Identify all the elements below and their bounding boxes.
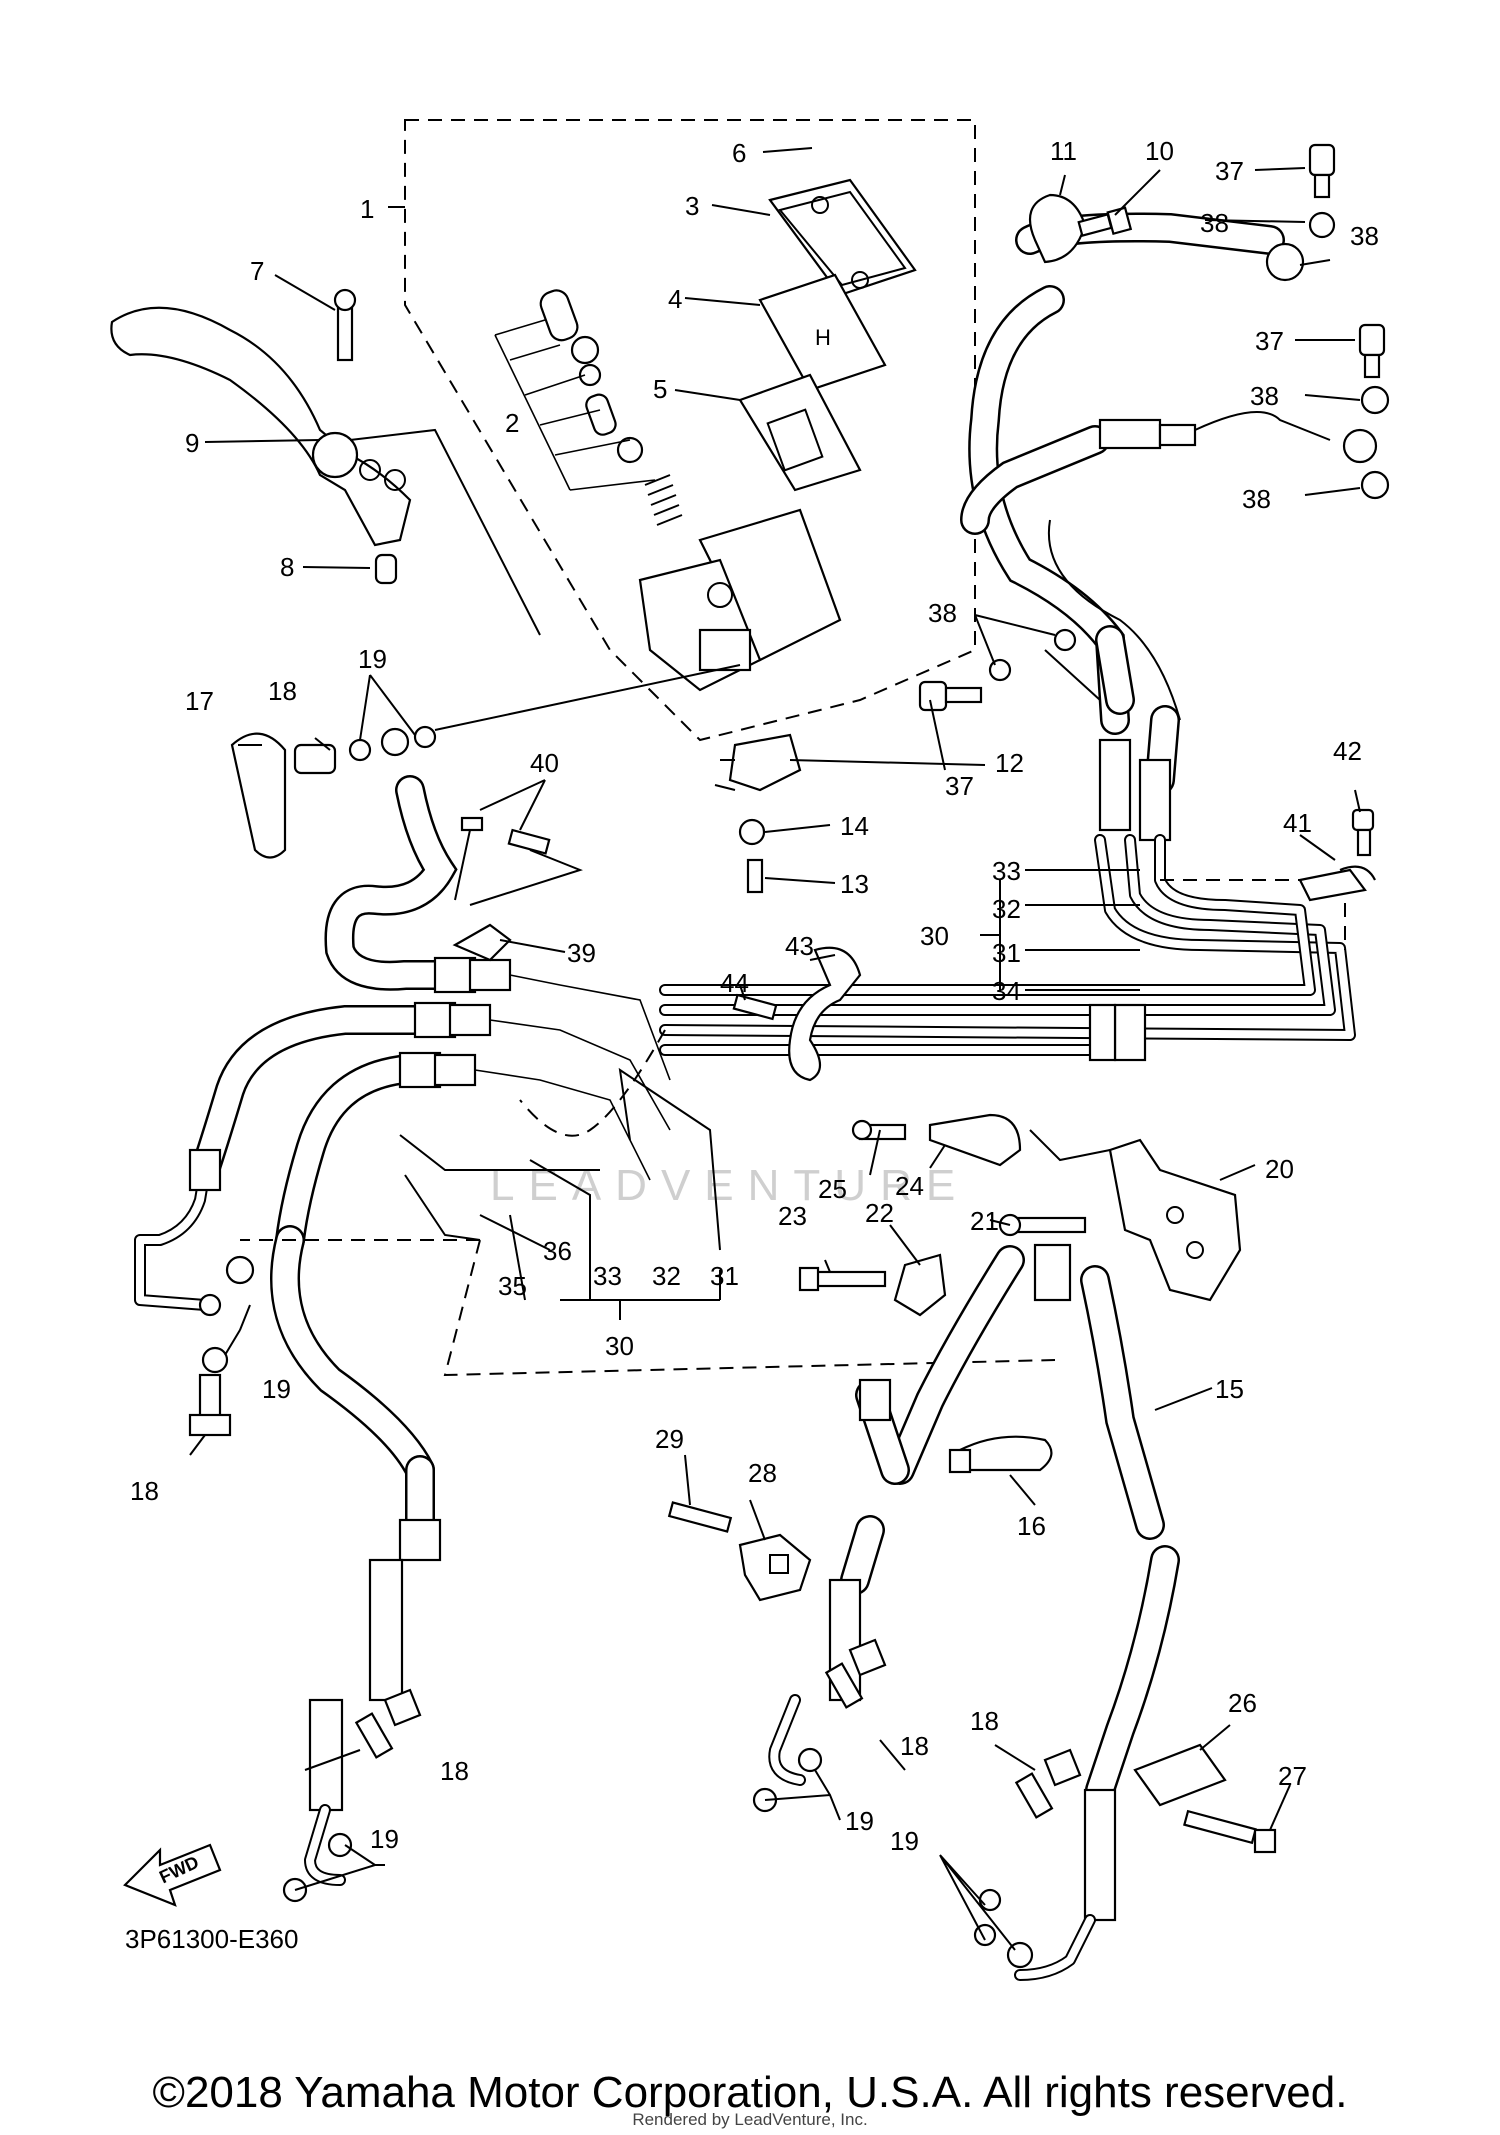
callout-35: 35 [498,1271,527,1301]
callout-33-b: 33 [593,1261,622,1291]
callout-18-d: 18 [900,1731,929,1761]
callout-30-a: 30 [920,921,949,951]
callout-22: 22 [865,1198,894,1228]
callout-17: 17 [185,686,214,716]
leader-lines [189,147,1361,1951]
hose-15 [885,1243,1180,1981]
clamp-39 [452,923,512,962]
callout-13: 13 [840,869,869,899]
callout-31-b: 31 [710,1261,739,1291]
callout-30-b: 30 [605,1331,634,1361]
callout-19-c: 19 [370,1824,399,1854]
callout-32-b: 32 [652,1261,681,1291]
callout-37-c: 37 [945,771,974,801]
callout-8: 8 [280,552,294,582]
washer-14 [738,818,766,846]
callout-28: 28 [748,1458,777,1488]
callout-23: 23 [778,1201,807,1231]
callout-2: 2 [505,408,519,438]
screw-13 [746,858,764,894]
callout-18-b: 18 [130,1476,159,1506]
callout-37-a: 37 [1215,156,1244,186]
brake-pipes [659,834,1356,1062]
clamp-16 [958,1435,1053,1472]
callout-40: 40 [530,748,559,778]
brake-light-switch [714,733,802,792]
diagram-ref-code: 3P61300-E360 [125,1924,298,1954]
bracket-26 [1133,1743,1227,1807]
callout-43: 43 [785,931,814,961]
callout-38-b: 38 [1350,221,1379,251]
callout-14: 14 [840,811,869,841]
callout-18-e: 18 [970,1706,999,1736]
callout-19-a: 19 [358,644,387,674]
callout-6: 6 [732,138,746,168]
callout-10: 10 [1145,136,1174,166]
callout-26: 26 [1228,1688,1257,1718]
callout-42: 42 [1333,736,1362,766]
callout-7: 7 [250,256,264,286]
callout-37-b: 37 [1255,326,1284,356]
callout-41: 41 [1283,808,1312,838]
callout-19-b: 19 [262,1374,291,1404]
hoses-left [190,775,671,1485]
callout-5: 5 [653,374,667,404]
piston-kit [539,289,683,526]
callout-16: 16 [1017,1511,1046,1541]
callout-18-c: 18 [440,1756,469,1786]
bracket-41 [1298,865,1376,902]
callout-1: 1 [360,194,374,224]
callout-38-e: 38 [928,598,957,628]
brake-lever [110,306,541,636]
callout-29: 29 [655,1424,684,1454]
callout-11: 11 [1050,136,1077,166]
callout-38-c: 38 [1250,381,1279,411]
callout-24: 24 [895,1171,924,1201]
clamp-24 [928,1113,1022,1167]
callout-15: 15 [1215,1374,1244,1404]
boot-cover [230,732,287,859]
callout-38-d: 38 [1242,484,1271,514]
lever-nut [374,553,398,585]
bracket-20 [1108,1138,1242,1302]
callout-31-a: 31 [992,938,1021,968]
callout-9: 9 [185,428,199,458]
copyright-notice: ©2018 Yamaha Motor Corporation, U.S.A. A… [152,2068,1348,2117]
clamp-43 [788,946,862,1082]
rendered-by-notice: Rendered by LeadVenture, Inc. [632,2110,868,2129]
callout-32-a: 32 [992,894,1021,924]
union-bolt [293,743,337,775]
callout-33-a: 33 [992,856,1021,886]
callout-4: 4 [668,284,682,314]
callout-38-a: 38 [1200,208,1229,238]
callout-21: 21 [970,1206,999,1236]
lever-bolt [336,303,354,362]
callout-39: 39 [567,938,596,968]
clamp-22 [893,1253,947,1317]
callout-19-d: 19 [845,1806,874,1836]
callout-labels: 1 2 3 4 5 6 7 8 9 10 11 12 13 14 15 16 1… [130,136,1379,1856]
callout-27: 27 [1278,1761,1307,1791]
callout-18-a: 18 [268,676,297,706]
callout-25: 25 [818,1174,847,1204]
callout-19-e: 19 [890,1826,919,1856]
master-cylinder-assembly: H [404,119,976,742]
fwd-arrow-icon: FWD [123,1843,222,1907]
svg-text:H: H [815,325,831,350]
callout-36: 36 [543,1236,572,1266]
clamp-11 [1028,193,1087,264]
callout-44: 44 [720,968,749,998]
callout-3: 3 [685,191,699,221]
callout-20: 20 [1265,1154,1294,1184]
callout-12: 12 [995,748,1024,778]
callout-34: 34 [992,976,1021,1006]
bracket-28 [738,1533,812,1602]
